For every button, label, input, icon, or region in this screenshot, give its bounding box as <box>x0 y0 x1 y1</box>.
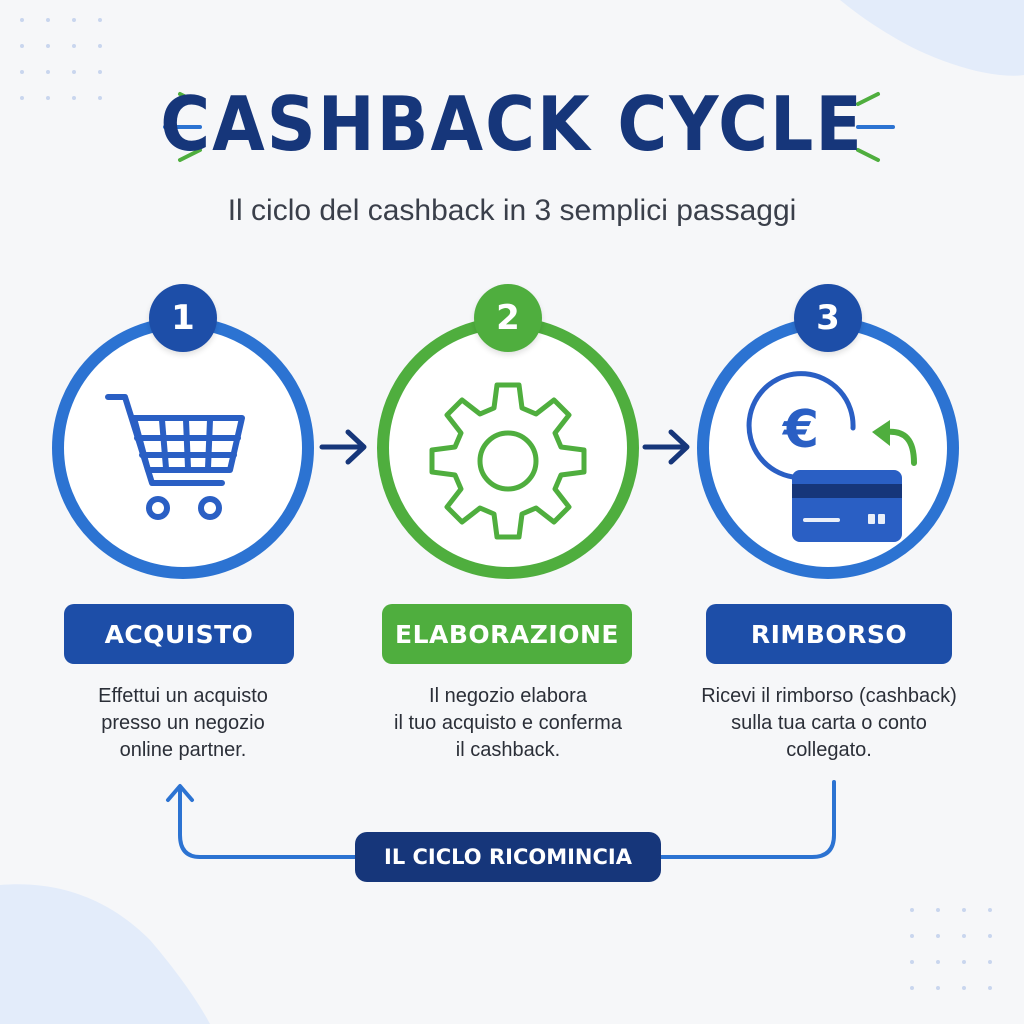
top-right-blob <box>840 0 1024 76</box>
step-2-description-line: il cashback. <box>455 739 561 761</box>
euro-refund-card-icon: € <box>746 371 917 542</box>
step-3-description-line: collegato. <box>786 739 872 761</box>
step-1-description: Effettui un acquisto presso un negozio o… <box>33 683 333 764</box>
step-2-label: ELABORAZIONE <box>382 604 632 664</box>
svg-text:€: € <box>782 400 819 460</box>
step-1-ring <box>52 317 314 579</box>
step-1-number-badge: 1 <box>149 284 217 352</box>
shopping-cart-icon <box>105 394 245 520</box>
arrow-1-to-2 <box>319 429 367 465</box>
cycle-restart-label: IL CICLO RICOMINCIA <box>355 832 661 882</box>
step-2-description-line: il tuo acquisto e conferma <box>394 712 622 734</box>
title-accent-right <box>856 92 895 162</box>
page-subtitle: Il ciclo del cashback in 3 semplici pass… <box>227 194 797 227</box>
step-3-description-line: Ricevi il rimborso (cashback) <box>701 685 957 707</box>
title-accent-left <box>163 92 202 162</box>
dot-grid-bottom-right <box>910 908 992 990</box>
page-title: CASHBACK CYCLE <box>160 82 864 169</box>
step-2-description-line: Il negozio elabora <box>429 685 587 707</box>
step-1-label: ACQUISTO <box>64 604 294 664</box>
step-3-number-badge: 3 <box>794 284 862 352</box>
bottom-left-blob <box>0 884 210 1024</box>
step-3-description-line: sulla tua carta o conto <box>731 712 927 734</box>
gear-icon <box>429 382 587 540</box>
dot-grid-top-left <box>20 18 102 100</box>
step-3-label: RIMBORSO <box>706 604 952 664</box>
step-1-description-line: online partner. <box>119 739 247 761</box>
step-2-number-badge: 2 <box>474 284 542 352</box>
step-2-description: Il negozio elabora il tuo acquisto e con… <box>358 683 658 764</box>
cycle-return-arrow <box>166 780 836 859</box>
step-3-description: Ricevi il rimborso (cashback) sulla tua … <box>679 683 979 764</box>
step-1-description-line: presso un negozio <box>101 712 265 734</box>
step-1-description-line: Effettui un acquisto <box>98 685 268 707</box>
arrow-2-to-3 <box>642 429 690 465</box>
